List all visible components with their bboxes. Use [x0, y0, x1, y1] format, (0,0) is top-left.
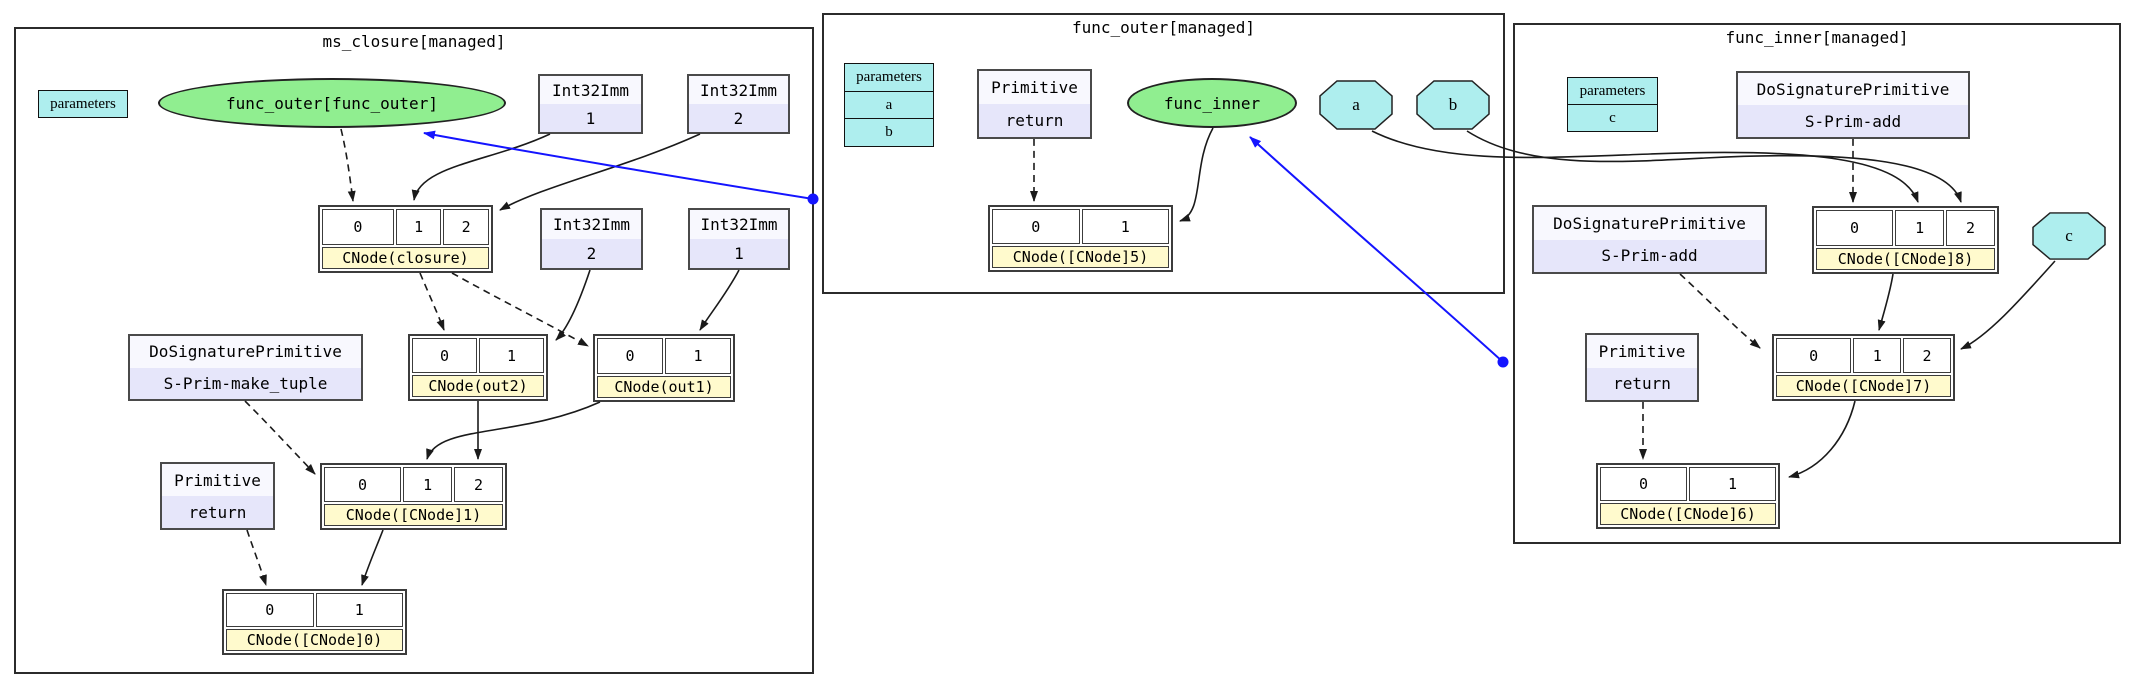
node-add-primitive-top: DoSignaturePrimitive S-Prim-add	[1736, 71, 1970, 139]
cnode-1-port-0: 0	[324, 467, 402, 502]
octagon-shape	[2032, 212, 2106, 260]
node-return-primitive-func-outer: Primitive return	[977, 69, 1092, 139]
cnode-5-port-1: 1	[1081, 209, 1169, 244]
cnode-8-port-1: 1	[1895, 210, 1945, 246]
cluster-ms-closure: ms_closure[managed]	[14, 27, 814, 674]
node-int32imm-mid-2: Int32Imm 2	[540, 208, 643, 270]
cnode-5-label: CNode([CNode]5)	[992, 246, 1169, 268]
primitive-name: return	[1005, 111, 1064, 130]
node-func-outer-label: func_outer[func_outer]	[226, 93, 438, 113]
cluster-func-outer-title: func_outer[managed]	[1071, 18, 1256, 37]
node-int32imm-top-2: Int32Imm 2	[687, 74, 790, 134]
primitive-type: Primitive	[1587, 335, 1697, 368]
primitive-name: S-Prim-add	[1601, 246, 1698, 266]
parameters-header: parameters	[856, 68, 922, 85]
cnode-out1-port-1: 1	[665, 338, 731, 374]
cnode-1-port-1: 1	[403, 467, 453, 502]
cnode-8-label: CNode([CNode]8)	[1816, 248, 1995, 270]
parameters-table-func-inner: parameters c	[1567, 77, 1658, 132]
cnode-out2-port-1: 1	[479, 338, 544, 373]
cnode-out2-label: CNode(out2)	[412, 375, 544, 397]
int32imm-value: 1	[734, 244, 744, 263]
node-cnode-out1: 0 1 CNode(out1)	[593, 334, 735, 402]
int32imm-type: Int32Imm	[689, 76, 788, 104]
cnode-7-port-0: 0	[1776, 338, 1852, 373]
primitive-name: return	[1613, 374, 1671, 394]
node-func-inner-label: func_inner	[1163, 93, 1261, 113]
cnode-5-port-0: 0	[992, 209, 1080, 244]
node-cnode-closure: 0 1 2 CNode(closure)	[318, 205, 493, 273]
cnode-7-label: CNode([CNode]7)	[1776, 375, 1951, 397]
cnode-closure-port-2: 2	[443, 209, 489, 245]
primitive-name: S-Prim-make_tuple	[163, 373, 328, 393]
node-cnode-out2: 0 1 CNode(out2)	[408, 334, 548, 401]
cnode-out2-port-0: 0	[412, 338, 477, 373]
cnode-6-port-0: 0	[1600, 467, 1687, 501]
int32imm-type: Int32Imm	[542, 210, 641, 239]
cnode-0-port-0: 0	[226, 593, 314, 627]
cnode-0-port-1: 1	[315, 593, 403, 627]
node-return-primitive-ms-closure: Primitive return	[160, 462, 275, 530]
node-cnode-7: 0 1 2 CNode([CNode]7)	[1772, 334, 1955, 401]
primitive-name: S-Prim-add	[1804, 111, 1902, 131]
parameter-row-a: a	[845, 90, 933, 119]
cluster-ms-closure-title: ms_closure[managed]	[322, 32, 506, 51]
octagon-shape	[1319, 80, 1393, 130]
parameters-table-func-outer: parameters a b	[844, 63, 934, 147]
cluster-func-inner-title: func_inner[managed]	[1725, 28, 1909, 47]
node-func-inner-ellipse: func_inner	[1127, 78, 1297, 128]
octagon-a-label: a	[1352, 95, 1360, 114]
octagon-b-label: b	[1448, 95, 1458, 114]
cnode-1-label: CNode([CNode]1)	[324, 504, 503, 526]
node-add-primitive-left: DoSignaturePrimitive S-Prim-add	[1532, 205, 1767, 274]
primitive-type: DoSignaturePrimitive	[1534, 207, 1765, 240]
int32imm-type: Int32Imm	[540, 76, 641, 104]
int32imm-value: 1	[585, 108, 596, 128]
node-param-octagon-a: a	[1319, 80, 1393, 130]
parameters-header: parameters	[1579, 82, 1646, 99]
cnode-8-port-2: 2	[1946, 210, 1995, 246]
cnode-0-label: CNode([CNode]0)	[226, 629, 403, 651]
octagon-shape	[1416, 80, 1490, 130]
cnode-out1-port-0: 0	[597, 338, 663, 374]
node-cnode-5: 0 1 CNode([CNode]5)	[988, 205, 1173, 272]
node-cnode-0: 0 1 CNode([CNode]0)	[222, 589, 407, 655]
node-return-primitive-func-inner: Primitive return	[1585, 333, 1699, 402]
node-cnode-8: 0 1 2 CNode([CNode]8)	[1812, 206, 1999, 274]
primitive-name: return	[188, 502, 247, 522]
parameters-box-ms-closure: parameters	[38, 90, 128, 118]
parameters-header: parameters	[50, 95, 116, 112]
int32imm-type: Int32Imm	[690, 210, 788, 239]
primitive-type: Primitive	[979, 71, 1090, 104]
node-int32imm-top-1: Int32Imm 1	[538, 74, 643, 134]
primitive-type: DoSignaturePrimitive	[130, 336, 361, 368]
cnode-6-label: CNode([CNode]6)	[1600, 503, 1776, 525]
primitive-type: Primitive	[162, 464, 273, 496]
node-cnode-6: 0 1 CNode([CNode]6)	[1596, 463, 1780, 529]
node-cnode-1: 0 1 2 CNode([CNode]1)	[320, 463, 507, 530]
primitive-type: DoSignaturePrimitive	[1738, 73, 1968, 105]
cnode-7-port-1: 1	[1853, 338, 1902, 373]
cnode-1-port-2: 2	[454, 467, 503, 502]
cluster-func-inner: func_inner[managed]	[1513, 23, 2121, 544]
cnode-closure-port-0: 0	[322, 209, 394, 245]
int32imm-value: 2	[733, 108, 744, 128]
node-param-octagon-b: b	[1416, 80, 1490, 130]
blue-edge-tail-dot-inner	[1497, 356, 1509, 368]
node-func-outer-ellipse: func_outer[func_outer]	[158, 78, 506, 128]
cnode-8-port-0: 0	[1816, 210, 1894, 246]
node-make-tuple-primitive: DoSignaturePrimitive S-Prim-make_tuple	[128, 334, 363, 401]
parameter-row-b: b	[845, 118, 933, 146]
octagon-c-label: c	[2065, 226, 2073, 245]
int32imm-value: 2	[586, 244, 597, 263]
cnode-6-port-1: 1	[1689, 467, 1776, 501]
node-param-octagon-c: c	[2032, 212, 2106, 260]
parameter-row-c: c	[1568, 104, 1657, 131]
cnode-out1-label: CNode(out1)	[597, 376, 731, 398]
cnode-closure-port-1: 1	[395, 209, 442, 245]
cnode-closure-label: CNode(closure)	[322, 247, 489, 269]
node-int32imm-mid-1: Int32Imm 1	[688, 208, 790, 270]
cnode-7-port-2: 2	[1903, 338, 1951, 373]
